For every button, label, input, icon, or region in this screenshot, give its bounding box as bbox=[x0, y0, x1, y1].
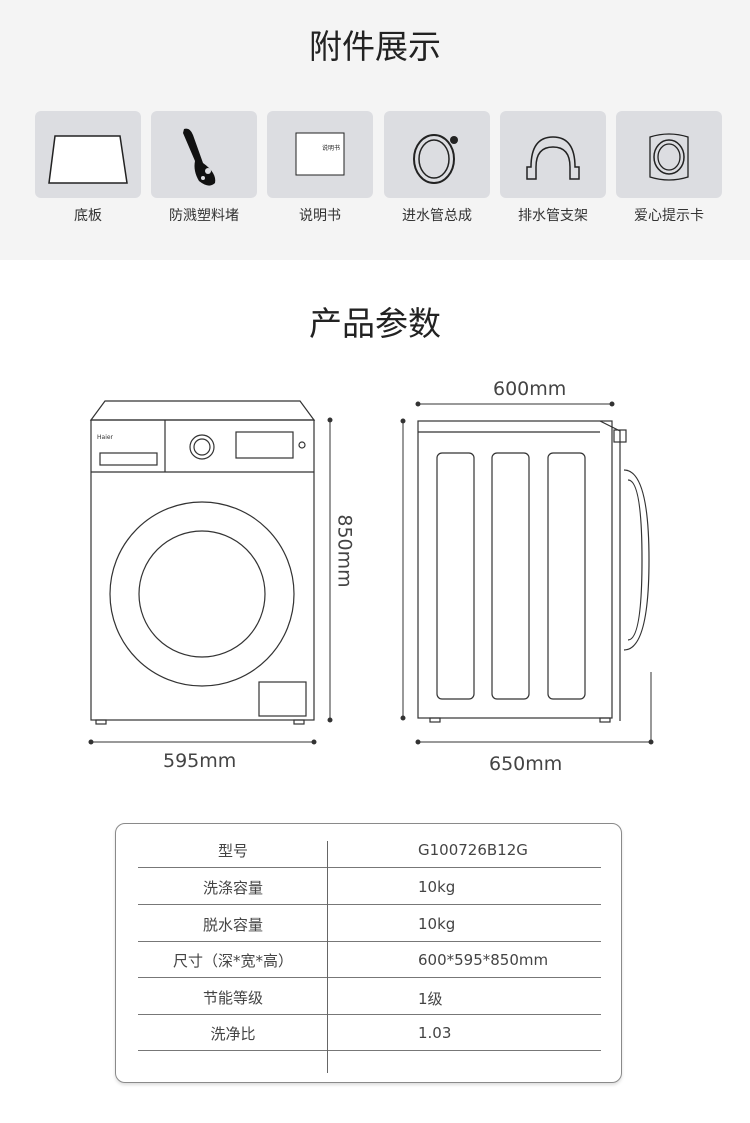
spec-value: 1.03 bbox=[418, 1024, 452, 1042]
accessories-title: 附件展示 bbox=[309, 27, 441, 66]
spec-key: 节能等级 bbox=[202, 989, 263, 1007]
manual-text: 说明书 bbox=[322, 144, 340, 152]
spec-key: 脱水容量 bbox=[202, 916, 263, 934]
spec-table: 型号 G100726B12G 洗涤容量 10kg 脱水容量 10kg 尺寸（深*宽*高… bbox=[115, 823, 622, 1083]
accessory-label: 爱心提示卡 bbox=[634, 208, 704, 224]
spec-value: 10kg bbox=[418, 915, 456, 933]
accessory-label: 排水管支架 bbox=[518, 208, 588, 224]
height-dimension: 850mm bbox=[333, 514, 356, 588]
params-title: 产品参数 bbox=[309, 304, 441, 343]
manual-icon: 说明书 bbox=[267, 111, 373, 198]
spec-value: 10kg bbox=[418, 878, 456, 896]
column-divider bbox=[327, 841, 328, 1073]
washer-dimension-drawing: Haier bbox=[88, 400, 654, 745]
accessory-label: 防溅塑料堵 bbox=[169, 208, 239, 224]
tip-card-icon bbox=[616, 111, 722, 198]
spec-key: 型号 bbox=[217, 842, 248, 860]
width-dimension: 595mm bbox=[163, 750, 237, 772]
spec-key: 尺寸（深*宽*高） bbox=[172, 952, 293, 970]
spec-key: 洗净比 bbox=[210, 1025, 256, 1043]
table-row: 节能等级 1级 bbox=[138, 978, 601, 1015]
table-row: 脱水容量 10kg bbox=[138, 905, 601, 942]
body-depth-dimension: 600mm bbox=[493, 378, 567, 400]
table-row: 洗净比 1.03 bbox=[138, 1014, 601, 1051]
total-depth-dimension: 650mm bbox=[489, 753, 563, 775]
spec-key: 洗涤容量 bbox=[202, 879, 263, 897]
drain-bracket-icon bbox=[500, 111, 606, 198]
brand-logo: Haier bbox=[97, 434, 114, 441]
accessory-label: 进水管总成 bbox=[402, 208, 472, 224]
splash-plug-icon bbox=[151, 111, 257, 198]
base-plate-icon bbox=[35, 111, 141, 198]
table-row: 洗涤容量 10kg bbox=[138, 868, 601, 905]
spec-value: 1级 bbox=[418, 990, 443, 1008]
accessory-label: 说明书 bbox=[299, 208, 341, 224]
table-row: 型号 G100726B12G bbox=[138, 831, 601, 868]
accessory-label: 底板 bbox=[74, 208, 102, 224]
inlet-hose-icon bbox=[384, 111, 490, 198]
spec-value: G100726B12G bbox=[418, 841, 528, 859]
spec-value: 600*595*850mm bbox=[418, 951, 549, 969]
table-row: 尺寸（深*宽*高） 600*595*850mm bbox=[138, 941, 601, 978]
